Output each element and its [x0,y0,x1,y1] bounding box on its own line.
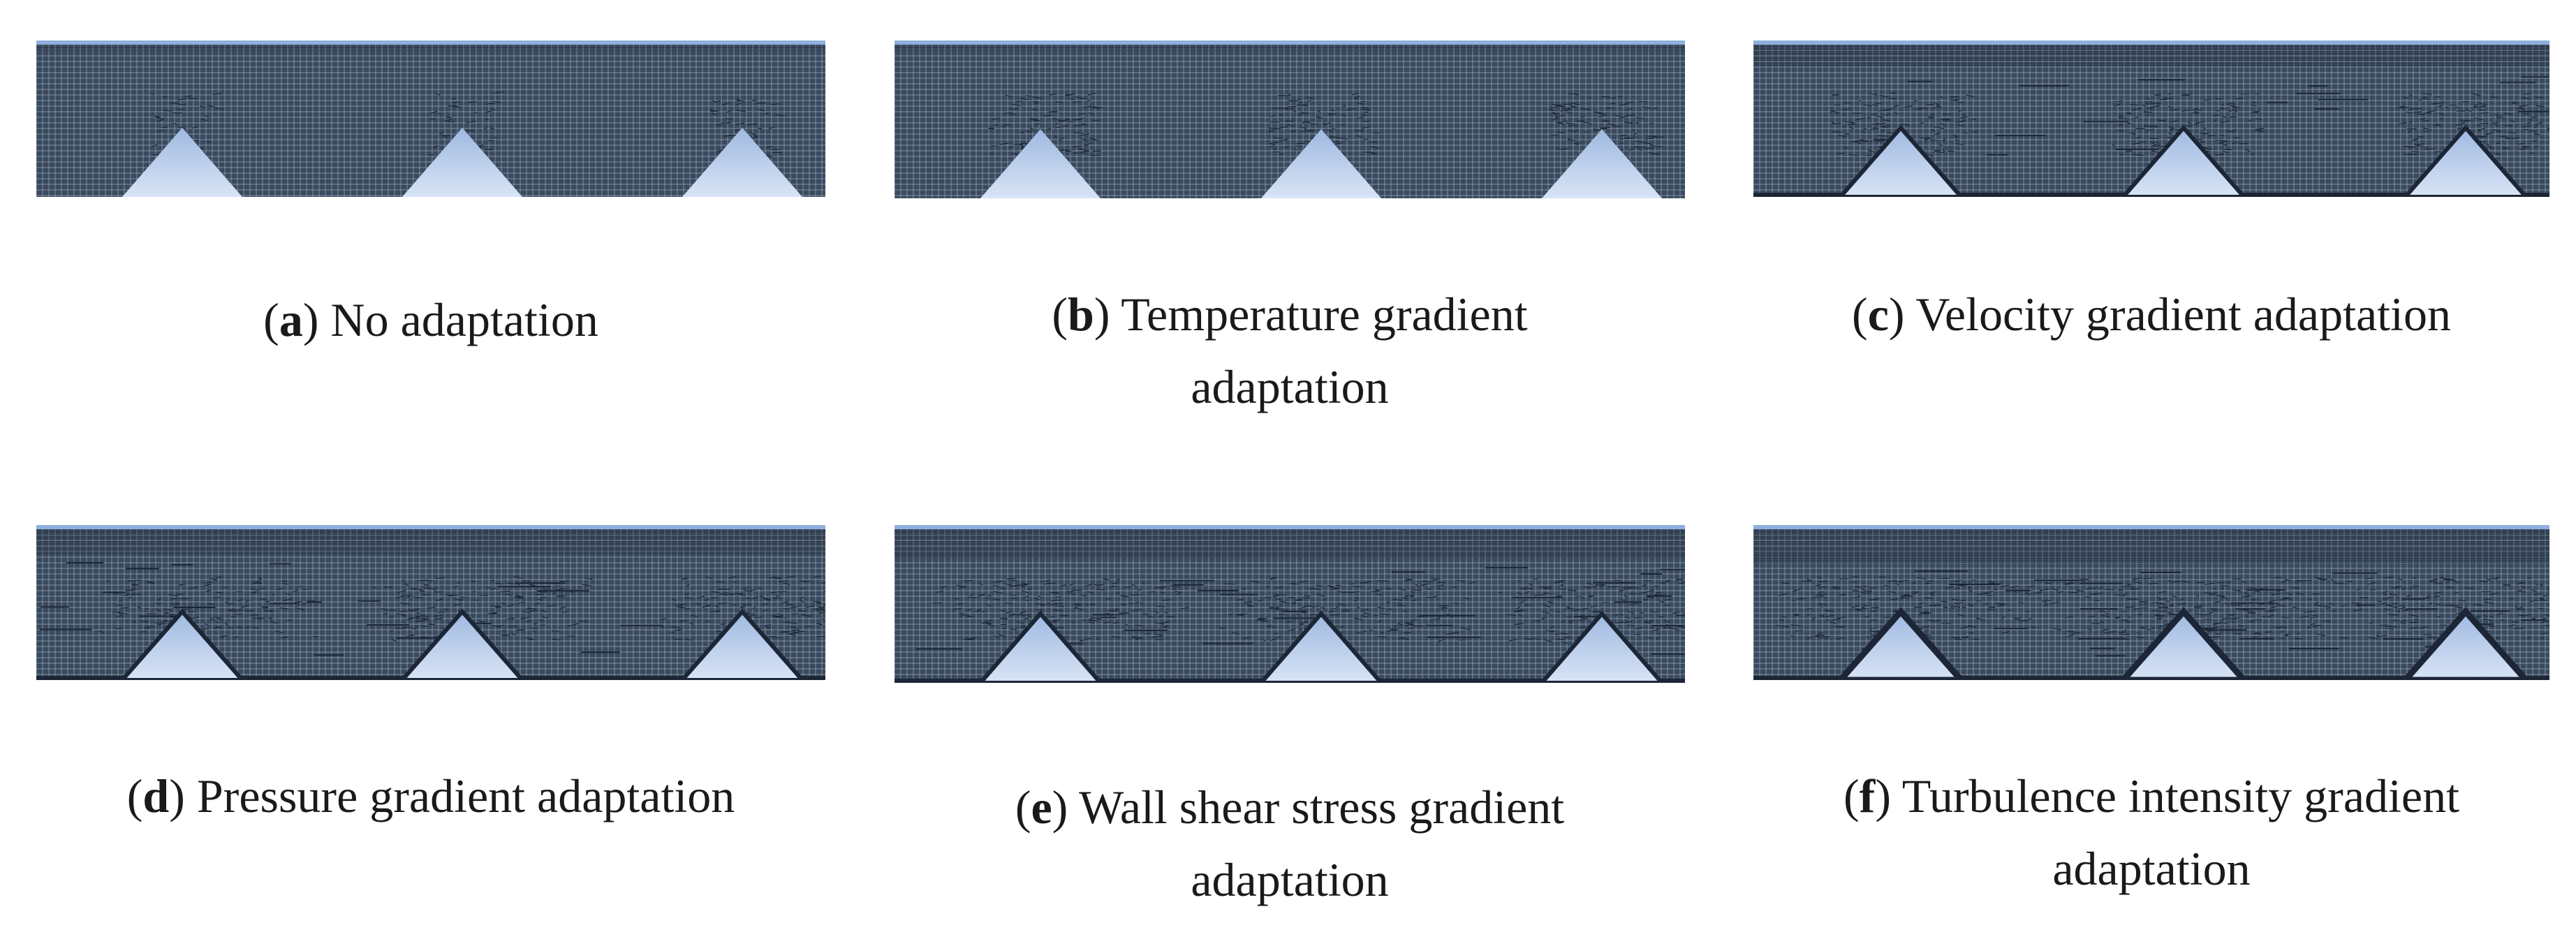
caption-line-first: (f) Turbulence intensity gradient [1843,769,2459,822]
rib-3 [2402,124,2529,197]
rib-2 [2119,607,2249,680]
caption-c: (c) Velocity gradient adaptation [1753,278,2549,350]
wall-refinement-band [36,529,825,554]
mesh-velocity-gradient-adaptation [1753,40,2549,197]
caption-f: (f) Turbulence intensity gradient adaptat… [1753,760,2549,905]
panel-letter: a [279,293,303,346]
caption-text: No adaptation [330,293,598,346]
caption-text: Pressure gradient adaptation [196,769,735,822]
caption-d: (d) Pressure gradient adaptation [36,760,825,832]
rib-3 [679,608,805,680]
top-wall [895,525,1685,529]
caption-a: (a) No adaptation [36,283,825,356]
rib-1 [1837,124,1964,197]
panel-letter: d [142,769,170,822]
rib-2 [402,128,522,197]
panel-letter: c [1867,288,1889,341]
wake-streaks [916,567,1685,655]
caption-line-first: (a) No adaptation [263,293,598,346]
caption-text: Velocity gradient adaptation [1915,288,2451,341]
rib-1 [1836,607,1966,680]
wall-refinement-band [1753,44,2549,66]
rib-1 [980,129,1101,198]
rib-2 [399,608,525,680]
mesh-no-adaptation [36,40,825,197]
mesh-turbulence-intensity-gradient-adaptation [1753,525,2549,680]
caption-text: Temperature gradient [1121,288,1528,341]
caption-line-continued: adaptation [1191,360,1389,413]
rib-3 [2401,607,2531,680]
rib-1 [119,608,245,680]
panel-letter: e [1031,781,1052,834]
caption-text: Wall shear stress gradient [1079,781,1565,834]
mesh-temperature-gradient-adaptation [895,40,1685,198]
caption-line-first: (b) Temperature gradient [1052,288,1528,341]
rib-2 [2120,124,2247,197]
rib-3 [1542,129,1662,198]
refinement-clusters [1830,92,2545,157]
rib-1 [122,128,242,197]
mesh-wall-shear-stress-gradient-adaptation [895,525,1685,683]
rib-3 [682,128,802,197]
caption-e: (e) Wall shear stress gradient adaptation [895,771,1685,916]
caption-text: Turbulence intensity gradient [1901,769,2459,822]
rib-2 [1261,129,1381,198]
rib-2 [1258,610,1384,683]
caption-b: (b) Temperature gradient adaptation [895,278,1685,423]
top-wall [36,40,825,45]
caption-line-first: (e) Wall shear stress gradient [1015,781,1565,834]
caption-line-first: (c) Velocity gradient adaptation [1852,288,2451,341]
rib-3 [1539,610,1665,683]
top-wall [1753,525,2549,529]
panel-letter: f [1859,769,1876,822]
caption-line-continued: adaptation [1191,853,1389,906]
wake-streaks [1873,76,2549,156]
caption-line-first: (d) Pressure gradient adaptation [126,769,735,822]
top-wall [895,40,1685,45]
mesh-grid [1753,44,2549,197]
top-wall [36,525,825,529]
panel-letter: b [1068,288,1094,341]
caption-line-continued: adaptation [2052,842,2251,895]
mesh-pressure-gradient-adaptation [36,525,825,680]
rib-1 [978,610,1103,683]
top-wall [1753,40,2549,45]
